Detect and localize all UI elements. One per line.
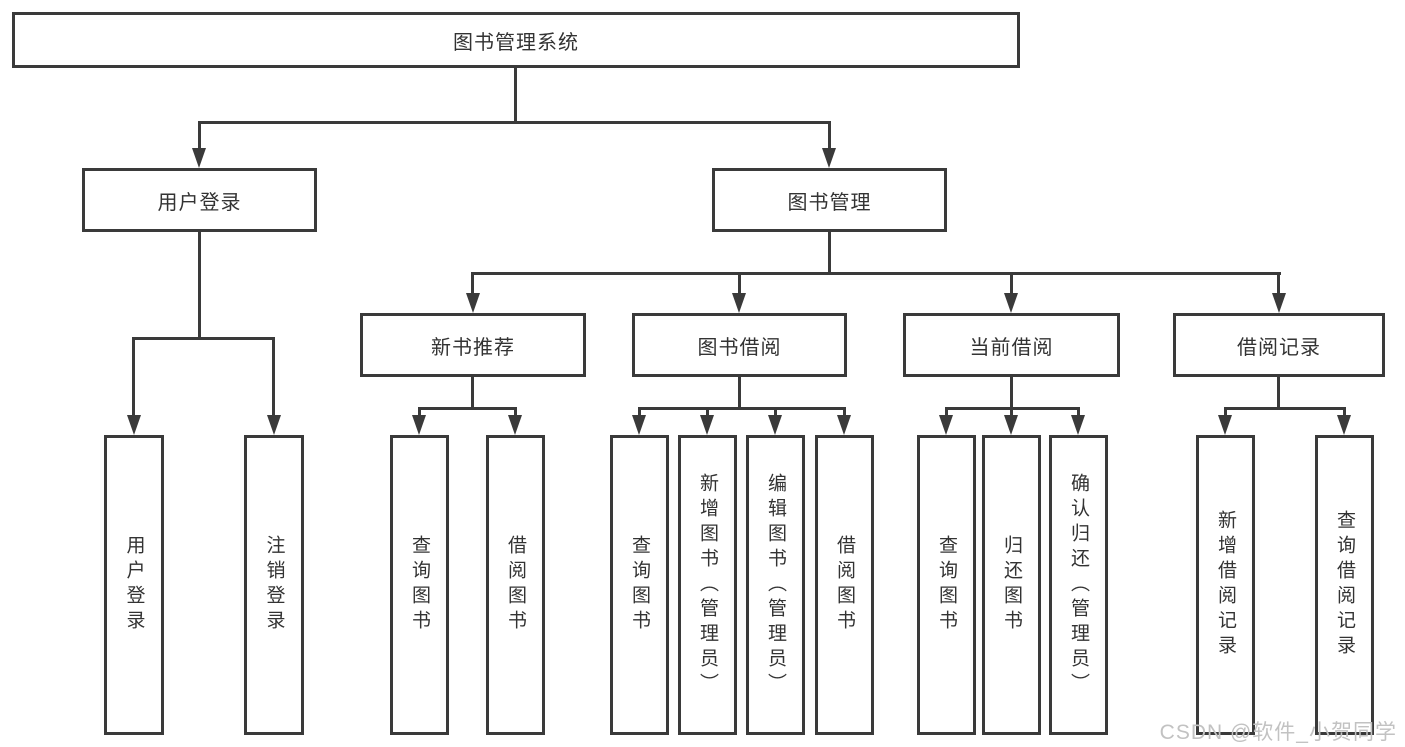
connector-line <box>828 232 831 272</box>
leaf-confirm-return-admin-label: 确认归还（管理员） <box>1068 472 1089 698</box>
watermark: CSDN @软件_小贺同学 <box>1159 721 1397 744</box>
leaf-query-books-borrow: 查询图书 <box>610 435 669 735</box>
arrowhead-icon <box>632 415 646 435</box>
arrowhead-icon <box>1004 415 1018 435</box>
connector-line <box>774 407 777 415</box>
arrowhead-icon <box>732 293 746 313</box>
node-new-book-recommend-label: 新书推荐 <box>431 336 515 359</box>
node-borrowing-records-label: 借阅记录 <box>1237 336 1321 359</box>
arrowhead-icon <box>1337 415 1351 435</box>
connector-line <box>1077 407 1080 415</box>
connector-line <box>418 407 517 410</box>
connector-line <box>198 121 201 148</box>
arrowhead-icon <box>1004 293 1018 313</box>
connector-line <box>514 407 517 415</box>
leaf-return-books-label: 归还图书 <box>1001 535 1022 635</box>
leaf-borrow-books-borrow-label: 借阅图书 <box>834 535 855 635</box>
connector-line <box>1010 377 1013 407</box>
leaf-edit-books-admin-label: 编辑图书（管理员） <box>765 472 786 698</box>
node-new-book-recommend: 新书推荐 <box>360 313 586 377</box>
arrowhead-icon <box>822 148 836 168</box>
arrowhead-icon <box>466 293 480 313</box>
arrowhead-icon <box>1218 415 1232 435</box>
connector-line <box>132 337 275 340</box>
arrowhead-icon <box>192 148 206 168</box>
leaf-confirm-return-admin: 确认归还（管理员） <box>1049 435 1108 735</box>
connector-line <box>638 407 641 415</box>
connector-line <box>706 407 709 415</box>
node-user-login-label: 用户登录 <box>157 191 242 214</box>
connector-line <box>272 337 275 415</box>
leaf-logout-login-label: 注销登录 <box>263 535 285 635</box>
connector-line <box>1224 407 1227 415</box>
leaf-return-books: 归还图书 <box>982 435 1041 735</box>
node-library-system: 图书管理系统 <box>12 12 1020 68</box>
node-book-management-label: 图书管理 <box>787 191 872 214</box>
leaf-add-books-admin: 新增图书（管理员） <box>678 435 737 735</box>
arrowhead-icon <box>1272 293 1286 313</box>
connector-line <box>738 272 741 293</box>
connector-line <box>638 407 846 410</box>
node-borrowing-records: 借阅记录 <box>1173 313 1385 377</box>
connector-line <box>945 407 948 415</box>
connector-line <box>132 337 135 415</box>
node-library-system-label: 图书管理系统 <box>453 31 579 54</box>
connector-line <box>843 407 846 415</box>
connector-line <box>828 121 831 148</box>
connector-line <box>514 68 517 121</box>
node-user-login: 用户登录 <box>82 168 317 232</box>
node-current-borrowing: 当前借阅 <box>903 313 1120 377</box>
leaf-add-borrow-record-label: 新增借阅记录 <box>1215 510 1236 660</box>
leaf-query-books-current-label: 查询图书 <box>936 535 957 635</box>
connector-line <box>471 377 474 407</box>
leaf-query-books-newrec-label: 查询图书 <box>409 535 430 635</box>
connector-line <box>198 232 201 337</box>
arrowhead-icon <box>768 415 782 435</box>
arrowhead-icon <box>267 415 281 435</box>
connector-line <box>1277 272 1280 293</box>
connector-line <box>1224 407 1346 410</box>
leaf-borrow-books-borrow: 借阅图书 <box>815 435 874 735</box>
arrowhead-icon <box>837 415 851 435</box>
connector-line <box>471 272 1281 275</box>
connector-line <box>1010 272 1013 293</box>
leaf-user-login: 用户登录 <box>104 435 164 735</box>
leaf-query-books-borrow-label: 查询图书 <box>629 535 650 635</box>
node-book-borrowing-label: 图书借阅 <box>697 336 782 359</box>
connector-line <box>198 121 831 124</box>
leaf-query-books-newrec: 查询图书 <box>390 435 449 735</box>
leaf-query-borrow-record-label: 查询借阅记录 <box>1334 510 1355 660</box>
connector-line <box>1277 377 1280 407</box>
leaf-borrow-books-newrec: 借阅图书 <box>486 435 545 735</box>
connector-line <box>1343 407 1346 415</box>
arrowhead-icon <box>508 415 522 435</box>
arrowhead-icon <box>939 415 953 435</box>
leaf-edit-books-admin: 编辑图书（管理员） <box>746 435 805 735</box>
arrowhead-icon <box>412 415 426 435</box>
node-current-borrowing-label: 当前借阅 <box>969 336 1054 359</box>
leaf-query-borrow-record: 查询借阅记录 <box>1315 435 1374 735</box>
connector-line <box>418 407 421 415</box>
leaf-borrow-books-newrec-label: 借阅图书 <box>505 535 526 635</box>
node-book-management: 图书管理 <box>712 168 947 232</box>
node-book-borrowing: 图书借阅 <box>632 313 847 377</box>
connector-line <box>1010 407 1013 415</box>
arrowhead-icon <box>1071 415 1085 435</box>
arrowhead-icon <box>127 415 141 435</box>
leaf-user-login-label: 用户登录 <box>123 535 145 635</box>
leaf-add-borrow-record: 新增借阅记录 <box>1196 435 1255 735</box>
arrowhead-icon <box>700 415 714 435</box>
connector-line <box>738 377 741 407</box>
leaf-logout-login: 注销登录 <box>244 435 304 735</box>
leaf-add-books-admin-label: 新增图书（管理员） <box>697 472 718 698</box>
leaf-query-books-current: 查询图书 <box>917 435 976 735</box>
connector-line <box>471 272 474 293</box>
